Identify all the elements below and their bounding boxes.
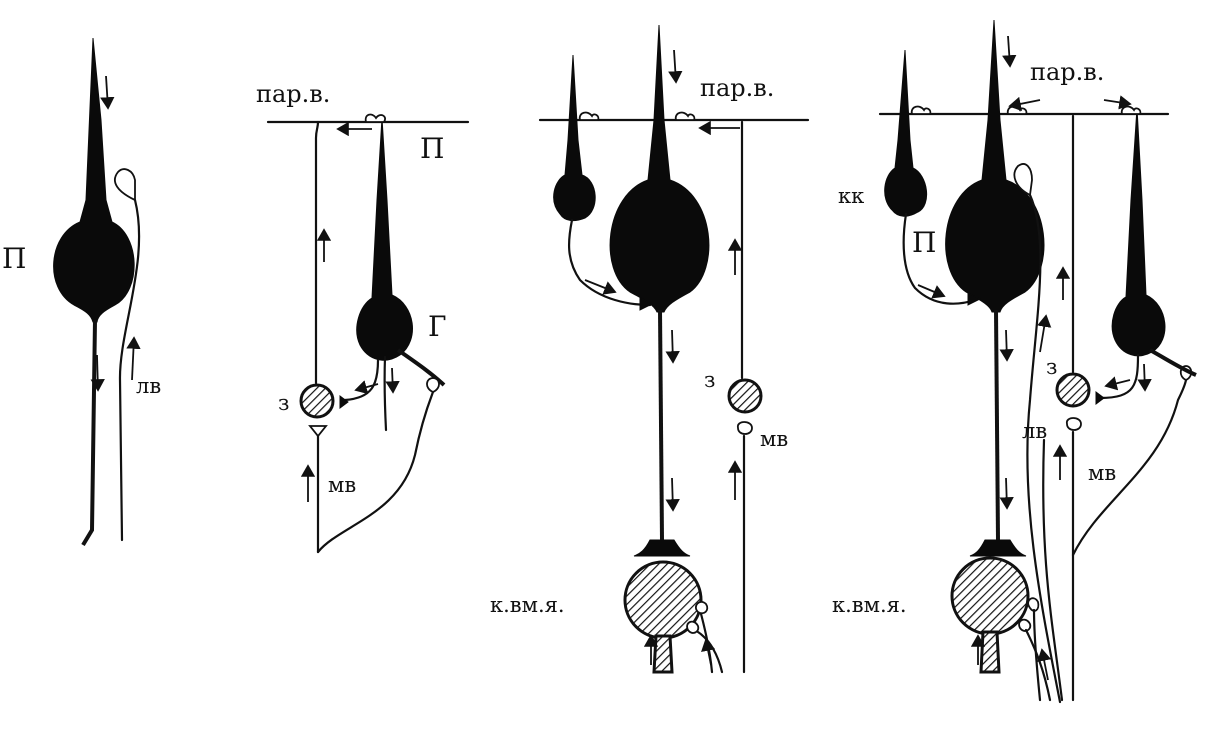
label-parallel-fibers: пар.в. [1030, 58, 1104, 86]
arrow-down [90, 354, 105, 392]
arrow-right [917, 284, 946, 299]
arrow-down [385, 367, 400, 394]
arrow-up [701, 638, 716, 666]
fiber-bouton [1006, 105, 1028, 115]
label-granule: з [278, 391, 289, 415]
arrow-down [665, 477, 680, 512]
synapse [967, 292, 982, 306]
synapse [339, 395, 349, 409]
arrow-down [1137, 363, 1152, 392]
basket-neuron [884, 49, 977, 305]
label-lateral-fiber: лв [136, 374, 161, 398]
label-parallel-fibers: пар.в. [256, 80, 330, 108]
arrow-down [1002, 35, 1017, 68]
label-nucleus: к.вм.я. [490, 593, 565, 617]
lateral-fiber [113, 168, 141, 542]
fiber-bouton [113, 168, 136, 202]
granule-cell [727, 378, 763, 414]
arrow-left [1104, 376, 1131, 391]
golgi-neuron [343, 117, 446, 432]
mossy-fiber [308, 377, 440, 554]
arrow-up [126, 336, 141, 381]
arrow-right [1103, 95, 1132, 110]
panel-1: П лв [2, 37, 161, 547]
fiber-bouton [1120, 105, 1142, 115]
arrow-up [1037, 648, 1052, 681]
granule-cell [299, 383, 335, 419]
fiber-bouton [364, 113, 386, 123]
label-pyramidal: П [2, 242, 26, 275]
basket-neuron [553, 54, 652, 307]
label-golgi: Г [428, 310, 447, 343]
fiber-bouton [674, 111, 696, 121]
arrow-down [668, 49, 683, 84]
arrow-down [999, 477, 1014, 510]
arrow-left [354, 380, 379, 395]
panel-2: пар.в. П Г з мв [256, 80, 470, 554]
fiber-bouton [578, 111, 600, 121]
arrow-up [1037, 314, 1052, 353]
granule-cell [1055, 372, 1091, 408]
arrow-down [999, 329, 1014, 362]
label-granule: з [704, 368, 715, 392]
pyramidal-neuron [945, 19, 1045, 557]
label-mossy-fiber: мв [328, 473, 356, 497]
panel-3: пар.в. з мв к.вм.я. [490, 24, 810, 674]
fiber-bouton [910, 105, 932, 115]
label-parallel-fibers: пар.в. [700, 74, 774, 102]
label-nucleus: к.вм.я. [832, 593, 907, 617]
nucleus-cell [950, 556, 1030, 636]
arrow-right [584, 279, 617, 295]
golgi-neuron [1098, 107, 1197, 400]
panel-4: пар.в. кк П з лв мв к.вм.я. [832, 19, 1197, 704]
synapse [1095, 391, 1105, 405]
label-mossy-fiber: мв [1088, 461, 1116, 485]
pyramidal-neuron [609, 24, 710, 557]
label-mossy-fiber: мв [760, 427, 788, 451]
label-pyramidal: П [420, 132, 444, 165]
arrow-down [100, 75, 115, 110]
synapse [639, 297, 654, 311]
lateral-fiber [1026, 193, 1062, 704]
label-basket-cell: кк [838, 184, 864, 208]
label-lateral-fiber: лв [1022, 419, 1047, 443]
arrow-down [665, 329, 680, 364]
label-pyramidal: П [912, 226, 936, 259]
arrow-left [1008, 96, 1041, 111]
label-granule: з [1046, 355, 1057, 379]
